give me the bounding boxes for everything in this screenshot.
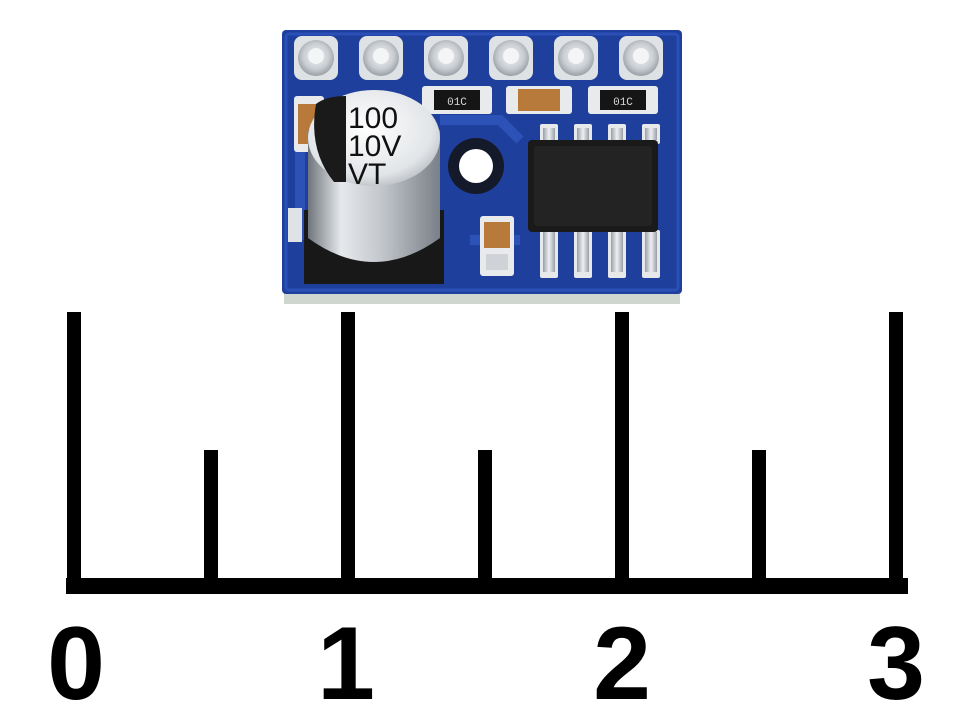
smd-capacitor: [506, 86, 572, 114]
ruler-label-3: 3: [867, 606, 925, 722]
ruler-major-tick: [615, 312, 629, 588]
header-pin: [294, 36, 338, 80]
header-pin: [424, 36, 468, 80]
ruler-label-2: 2: [593, 606, 651, 722]
chip-pin: [608, 230, 626, 278]
capacitor-voltage: 10V: [348, 130, 401, 163]
electrolytic-capacitor: 100 10V VT: [304, 90, 444, 284]
chip-pin: [608, 124, 626, 144]
polarity-stripe: [314, 96, 346, 182]
header-pin: [359, 36, 403, 80]
chip-pins-top: [540, 124, 660, 144]
edge-pad: [288, 208, 302, 242]
chip-pin: [574, 124, 592, 144]
chip-pin: [642, 124, 660, 144]
capacitor-value: 100: [348, 102, 398, 135]
ruler-minor-tick: [204, 450, 218, 588]
chip-pin: [540, 124, 558, 144]
mounting-hole: [448, 138, 504, 194]
header-pin: [489, 36, 533, 80]
resistor-marking: 01C: [447, 97, 467, 109]
chip-pin: [574, 230, 592, 278]
ruler-minor-tick: [752, 450, 766, 588]
header-pin-row: [294, 36, 663, 80]
measurement-ruler: [66, 312, 908, 594]
ruler-major-tick: [67, 312, 81, 588]
ruler-major-tick: [889, 312, 903, 588]
chip-pins-bottom: [540, 230, 660, 278]
smd-resistor-2: 01C: [588, 86, 658, 114]
ic-chip: [528, 124, 660, 278]
ruler-minor-tick: [478, 450, 492, 588]
chip-pin: [642, 230, 660, 278]
smd-resistor-1: 01C: [422, 86, 492, 114]
capacitor-series: VT: [348, 158, 386, 191]
ruler-ticks: [67, 312, 903, 588]
smd-capacitor-small: [480, 216, 514, 276]
header-pin: [619, 36, 663, 80]
header-pin: [554, 36, 598, 80]
ruler-label-1: 1: [317, 606, 375, 722]
chip-pin: [540, 230, 558, 278]
ruler-major-tick: [341, 312, 355, 588]
ruler-label-0: 0: [47, 606, 105, 722]
resistor-marking: 01C: [613, 97, 633, 109]
